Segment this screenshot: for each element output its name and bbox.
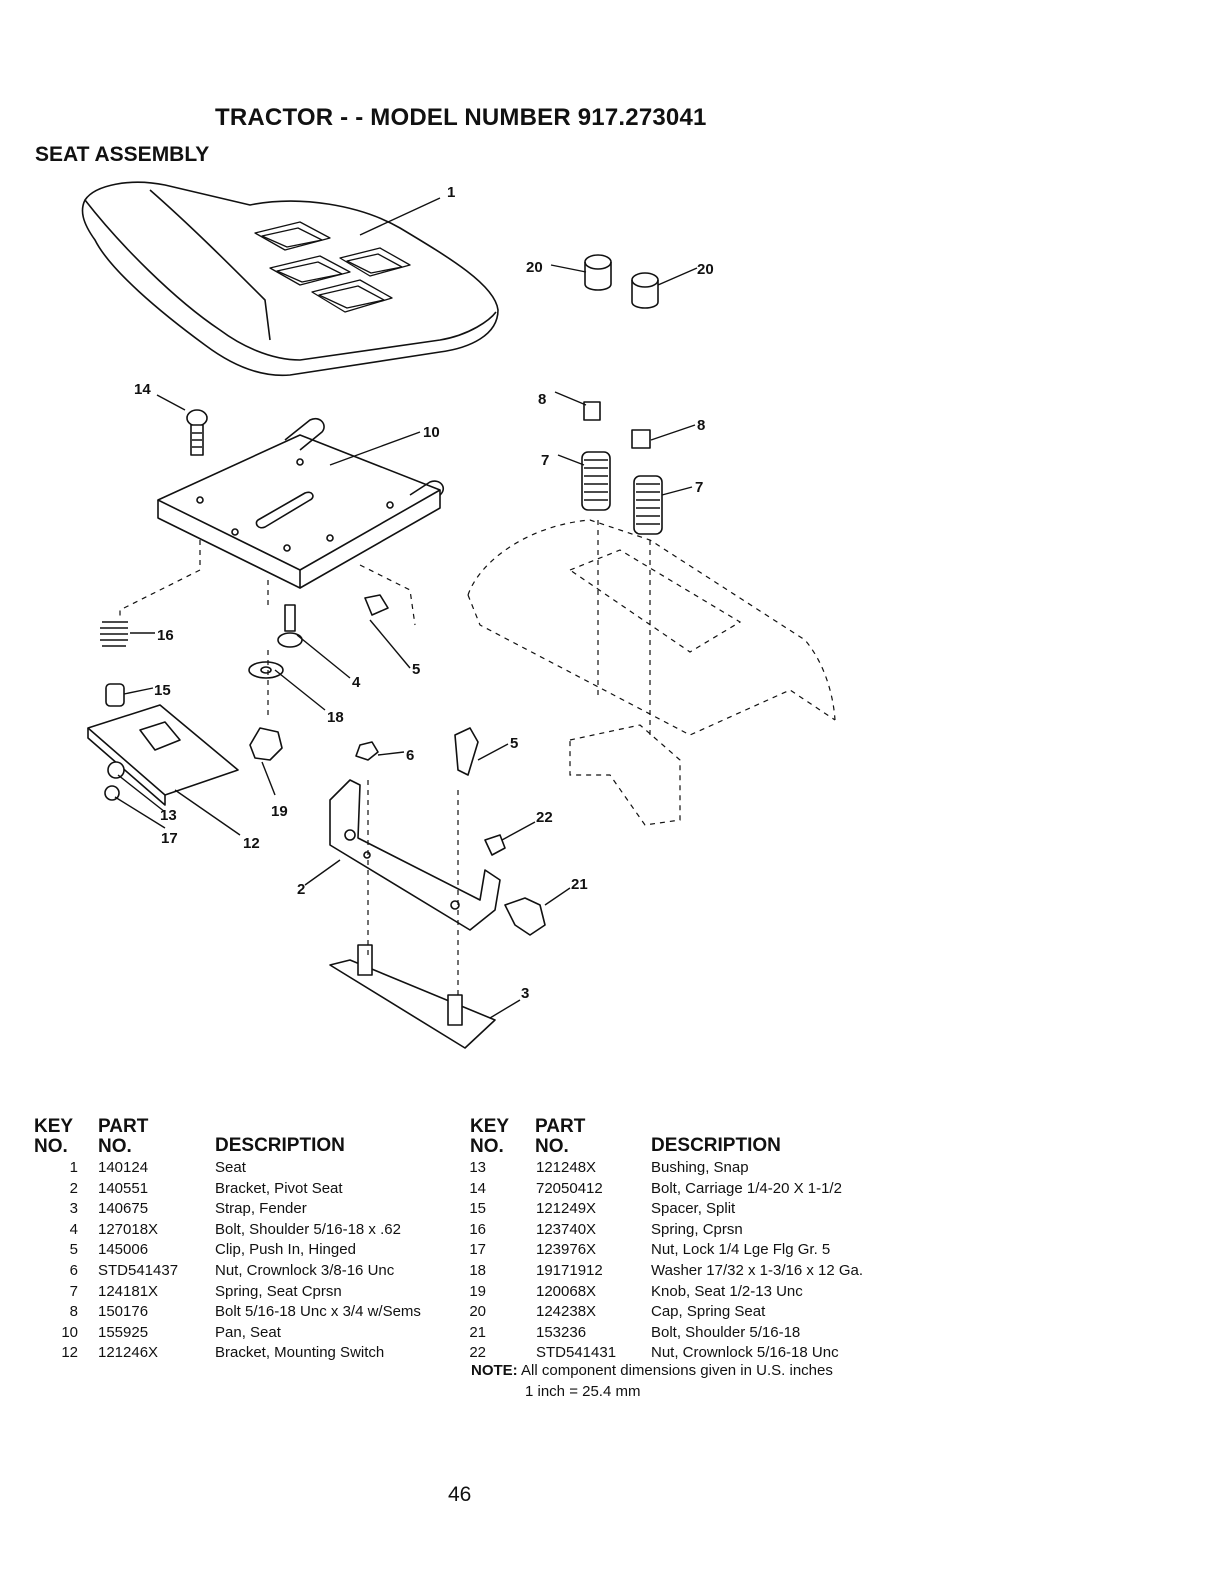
part-no-header-right: PART NO. <box>535 1116 586 1157</box>
callout-17: 17 <box>161 830 178 847</box>
fender-outline <box>119 519 836 1000</box>
fender-strap <box>329 944 496 1049</box>
callout-20: 20 <box>697 261 714 278</box>
callout-8: 8 <box>538 391 546 408</box>
callout-7: 7 <box>541 452 549 469</box>
leader-lines <box>114 197 698 1019</box>
switch-bracket-assembly <box>87 621 239 806</box>
note-label: NOTE: <box>471 1362 518 1379</box>
page-title: TRACTOR - - MODEL NUMBER 917.273041 <box>215 104 707 131</box>
callout-5: 5 <box>412 661 420 678</box>
callout-14: 14 <box>134 381 151 398</box>
callout-22: 22 <box>536 809 553 826</box>
callout-12: 12 <box>243 835 260 852</box>
part-no-header-left: PART NO. <box>98 1116 149 1157</box>
callout-19: 19 <box>271 803 288 820</box>
pivot-seat-bracket <box>329 727 546 936</box>
callout-5: 5 <box>510 735 518 752</box>
callout-8: 8 <box>697 417 705 434</box>
callout-18: 18 <box>327 709 344 726</box>
callout-1: 1 <box>447 184 455 201</box>
seat-illustration <box>81 181 499 377</box>
callout-10: 10 <box>423 424 440 441</box>
note-text: All component dimensions given in U.S. i… <box>521 1362 833 1379</box>
callout-labels: 1 2 3 4 5 5 6 7 7 8 8 10 12 13 14 15 16 … <box>134 184 714 1002</box>
spring-cap-assembly <box>581 254 663 535</box>
page-number: 46 <box>448 1483 472 1506</box>
callout-20: 20 <box>526 259 543 276</box>
callout-6: 6 <box>406 747 414 764</box>
seat-pan-illustration <box>157 417 445 589</box>
exploded-parts-diagram: 1 2 3 4 5 5 6 7 7 8 8 10 12 13 14 15 16 … <box>81 181 836 1049</box>
callout-15: 15 <box>154 682 171 699</box>
callout-21: 21 <box>571 876 588 893</box>
dimensions-note: NOTE: All component dimensions given in … <box>471 1361 833 1382</box>
callout-16: 16 <box>157 627 174 644</box>
callout-7: 7 <box>695 479 703 496</box>
key-no-header-left: KEY NO. <box>34 1116 74 1157</box>
section-title: SEAT ASSEMBLY <box>35 143 210 166</box>
key-no-header-right: KEY NO. <box>470 1116 510 1157</box>
description-header-left: DESCRIPTION <box>215 1135 345 1156</box>
shoulder-bolt-washer-knob <box>248 594 389 761</box>
callout-3: 3 <box>521 985 529 1002</box>
carriage-bolt-14 <box>186 409 208 456</box>
conversion-note: 1 inch = 25.4 mm <box>525 1383 641 1400</box>
callout-2: 2 <box>297 881 305 898</box>
callout-13: 13 <box>160 807 177 824</box>
description-header-right: DESCRIPTION <box>651 1135 781 1156</box>
callout-4: 4 <box>352 674 361 691</box>
